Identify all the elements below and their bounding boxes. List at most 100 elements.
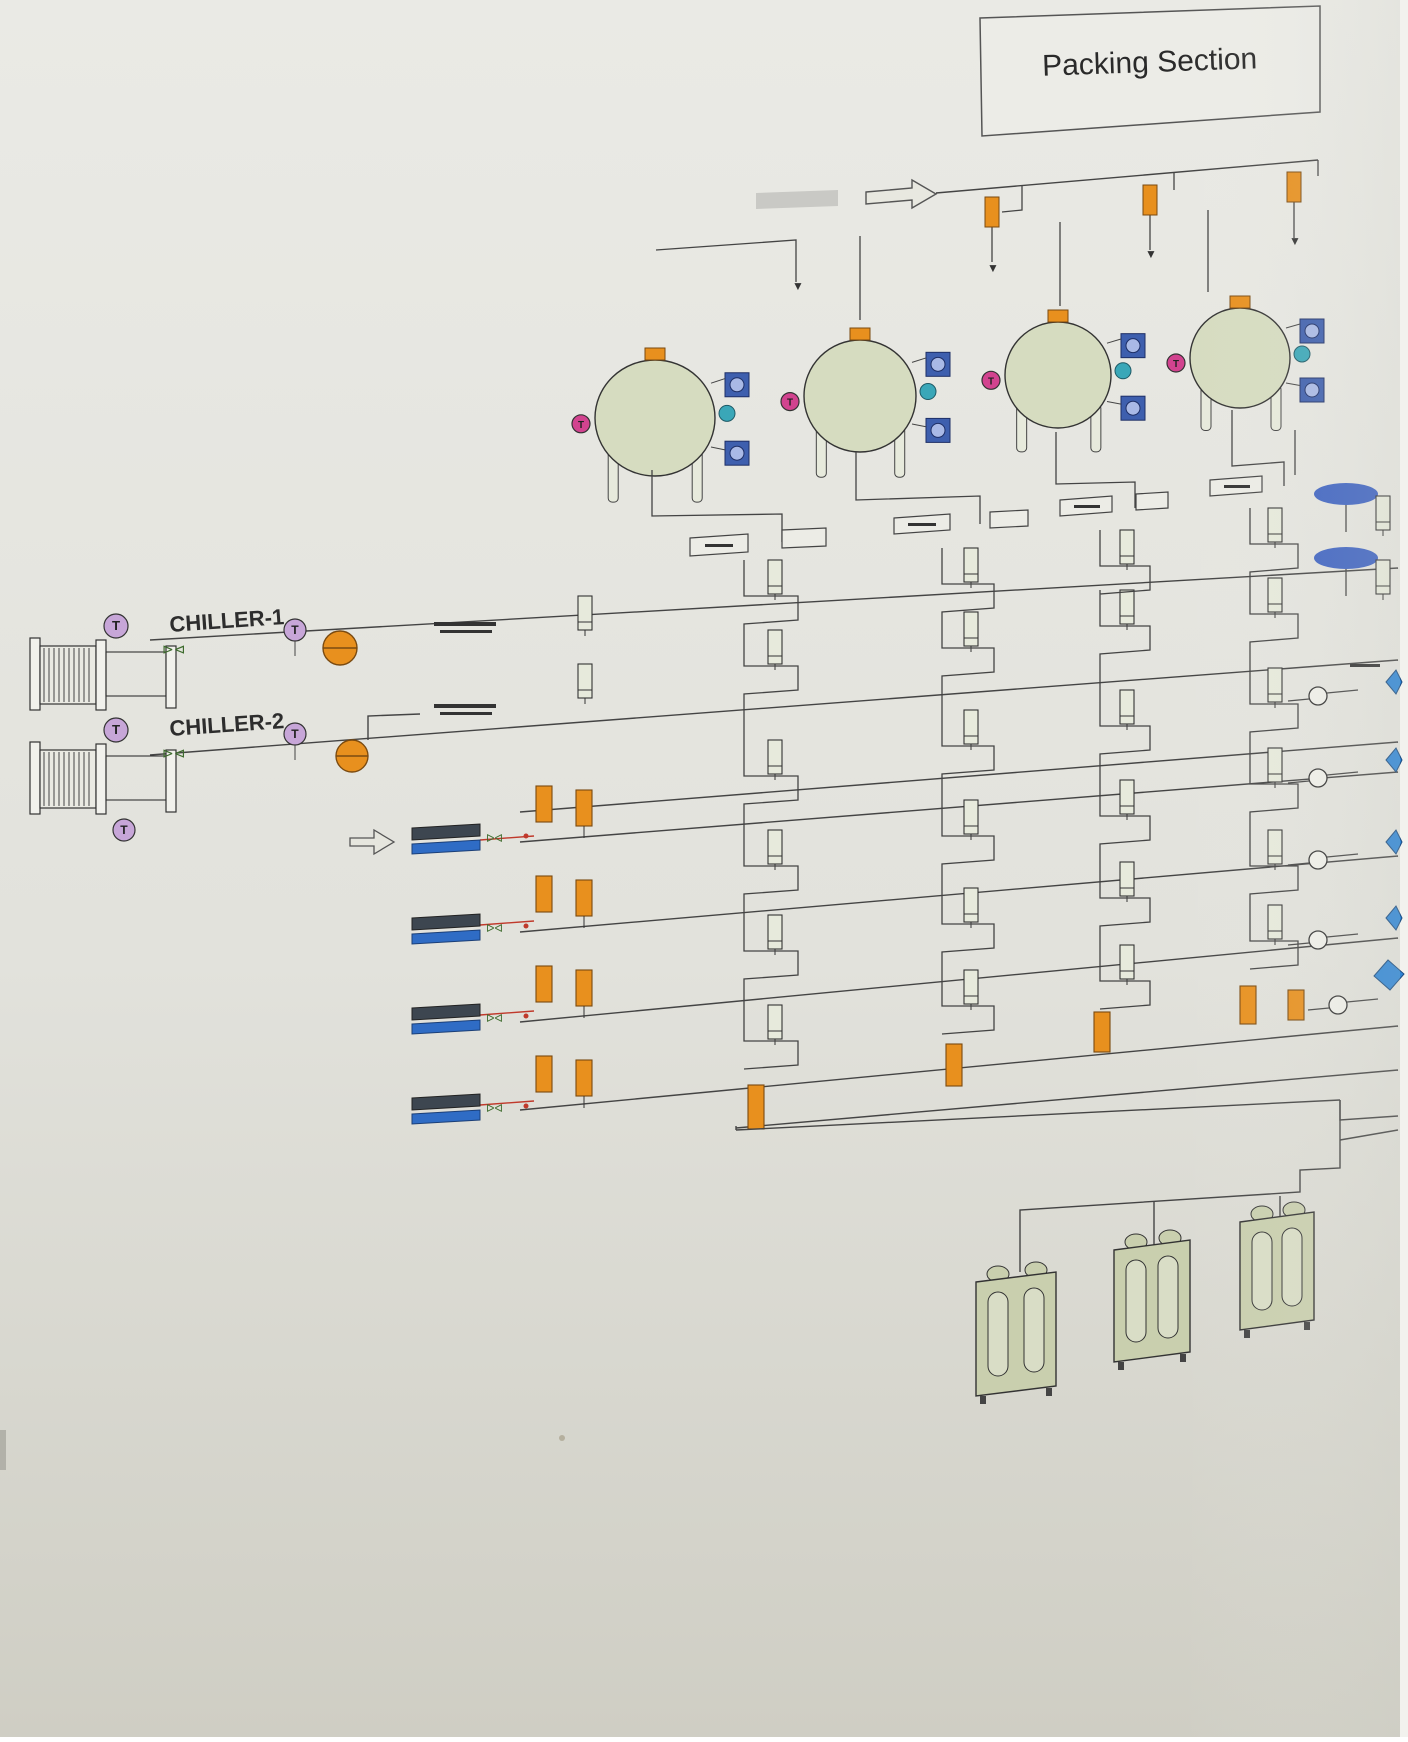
drain-arrow-icon: ▼ bbox=[987, 261, 999, 275]
temperature-gauge-icon: T bbox=[112, 818, 136, 842]
packing-machine bbox=[975, 1261, 1057, 1404]
drain-arrow-icon: ▼ bbox=[1145, 247, 1157, 261]
valve-body bbox=[963, 547, 979, 583]
valve-body bbox=[1119, 861, 1135, 897]
valve-icon bbox=[577, 595, 593, 636]
cip-tag-dark bbox=[411, 913, 481, 931]
level-sensor-icon bbox=[919, 383, 937, 401]
orange-valve-icon bbox=[535, 965, 553, 1003]
cip-inlet-block: ᐅᐊ bbox=[411, 875, 593, 945]
machine-body bbox=[1113, 1239, 1191, 1363]
storage-tank: T bbox=[780, 327, 951, 478]
chiller-core bbox=[39, 749, 97, 809]
gauge-circle bbox=[103, 717, 129, 743]
sample-point bbox=[523, 833, 529, 839]
valve-body bbox=[1119, 779, 1135, 815]
valve-body bbox=[963, 709, 979, 745]
valve-icon bbox=[1119, 944, 1135, 985]
chiller-end-plate bbox=[95, 639, 107, 711]
check-valve-icon: ᐅᐊ bbox=[486, 1013, 503, 1025]
pump-icon bbox=[335, 739, 369, 773]
valve-body bbox=[767, 829, 783, 865]
valve-body bbox=[963, 969, 979, 1005]
paper-right-margin bbox=[1400, 0, 1408, 1737]
transmitter-line bbox=[1106, 401, 1122, 405]
level-sensor-icon bbox=[1114, 362, 1132, 380]
machine-foot bbox=[1046, 1388, 1052, 1396]
temperature-gauge-icon: T bbox=[981, 370, 1001, 390]
gauge-letter: T bbox=[291, 623, 299, 637]
valve-body bbox=[767, 739, 783, 775]
storage-tank: T bbox=[571, 347, 750, 503]
cip-tag-blue bbox=[411, 839, 481, 855]
valve-icon bbox=[1119, 779, 1135, 820]
chiller-end-plate bbox=[165, 749, 177, 813]
valve-icon bbox=[1119, 529, 1135, 570]
valve-body bbox=[963, 887, 979, 923]
orange-valve-icon bbox=[535, 1055, 553, 1093]
valve-icon bbox=[1142, 184, 1158, 216]
page-edge-shade bbox=[1180, 0, 1400, 1737]
orange-valve-icon bbox=[575, 1059, 593, 1097]
column-pipe bbox=[1099, 530, 1151, 1010]
orange-valve-icon bbox=[575, 969, 593, 1007]
valve-icon bbox=[963, 611, 979, 652]
valve-body bbox=[1119, 529, 1135, 565]
machine-foot bbox=[1118, 1362, 1124, 1370]
transmitter-line bbox=[911, 423, 927, 428]
valve-icon bbox=[984, 196, 1000, 228]
valve-icon bbox=[1119, 861, 1135, 902]
cip-inlet-block: ᐅᐊ bbox=[411, 785, 593, 855]
sample-point bbox=[523, 1103, 529, 1109]
orange-valve-icon bbox=[747, 1084, 765, 1130]
valve-icon bbox=[767, 739, 783, 780]
sample-point bbox=[523, 923, 529, 929]
label-text-bar bbox=[434, 704, 496, 708]
tank-top-nozzle bbox=[644, 347, 666, 361]
sample-line bbox=[479, 1010, 535, 1016]
tank-body bbox=[803, 339, 917, 453]
transmitter-line bbox=[710, 446, 726, 451]
valve-icon bbox=[963, 887, 979, 928]
cip-arrow-icon bbox=[865, 178, 938, 210]
machine-foot bbox=[980, 1396, 986, 1404]
valve-icon bbox=[767, 629, 783, 670]
sample-line bbox=[479, 920, 535, 926]
chiller-end-plate bbox=[29, 637, 41, 711]
label-text-bar bbox=[440, 712, 492, 715]
gauge-letter: T bbox=[112, 618, 120, 633]
cip-tag-blue bbox=[411, 1019, 481, 1035]
temperature-gauge-icon: T bbox=[103, 613, 129, 639]
transmitter-dial bbox=[1125, 338, 1141, 354]
gauge-letter: T bbox=[1173, 359, 1179, 370]
level-transmitter-icon bbox=[724, 372, 750, 398]
drain-arrow-icon: ▼ bbox=[792, 279, 804, 293]
valve-icon bbox=[963, 547, 979, 588]
valve-column bbox=[941, 547, 995, 1035]
gauge-circle bbox=[112, 818, 136, 842]
gauge-letter: T bbox=[988, 376, 994, 387]
level-transmitter-icon bbox=[925, 417, 951, 443]
valve-icon bbox=[767, 559, 783, 600]
valve-body bbox=[767, 1004, 783, 1040]
cip-tag-dark bbox=[411, 823, 481, 841]
cip-tag-blue bbox=[411, 1109, 481, 1125]
valve-icon bbox=[577, 663, 593, 704]
valve-icon bbox=[963, 709, 979, 750]
valve-icon bbox=[1119, 689, 1135, 730]
gauge-letter: T bbox=[578, 420, 584, 431]
tank-top-nozzle bbox=[1047, 309, 1069, 323]
transmitter-dial bbox=[930, 422, 946, 438]
level-transmitter-icon bbox=[1120, 333, 1146, 359]
gauge-letter: T bbox=[787, 398, 793, 409]
branch-pipe bbox=[367, 713, 421, 740]
cip-inlet-block: ᐅᐊ bbox=[411, 965, 593, 1035]
level-transmitter-icon bbox=[925, 351, 951, 377]
reception-label bbox=[434, 704, 496, 715]
transmitter-dial bbox=[729, 377, 745, 393]
valve-body bbox=[963, 611, 979, 647]
storage-tank: T bbox=[981, 309, 1146, 453]
